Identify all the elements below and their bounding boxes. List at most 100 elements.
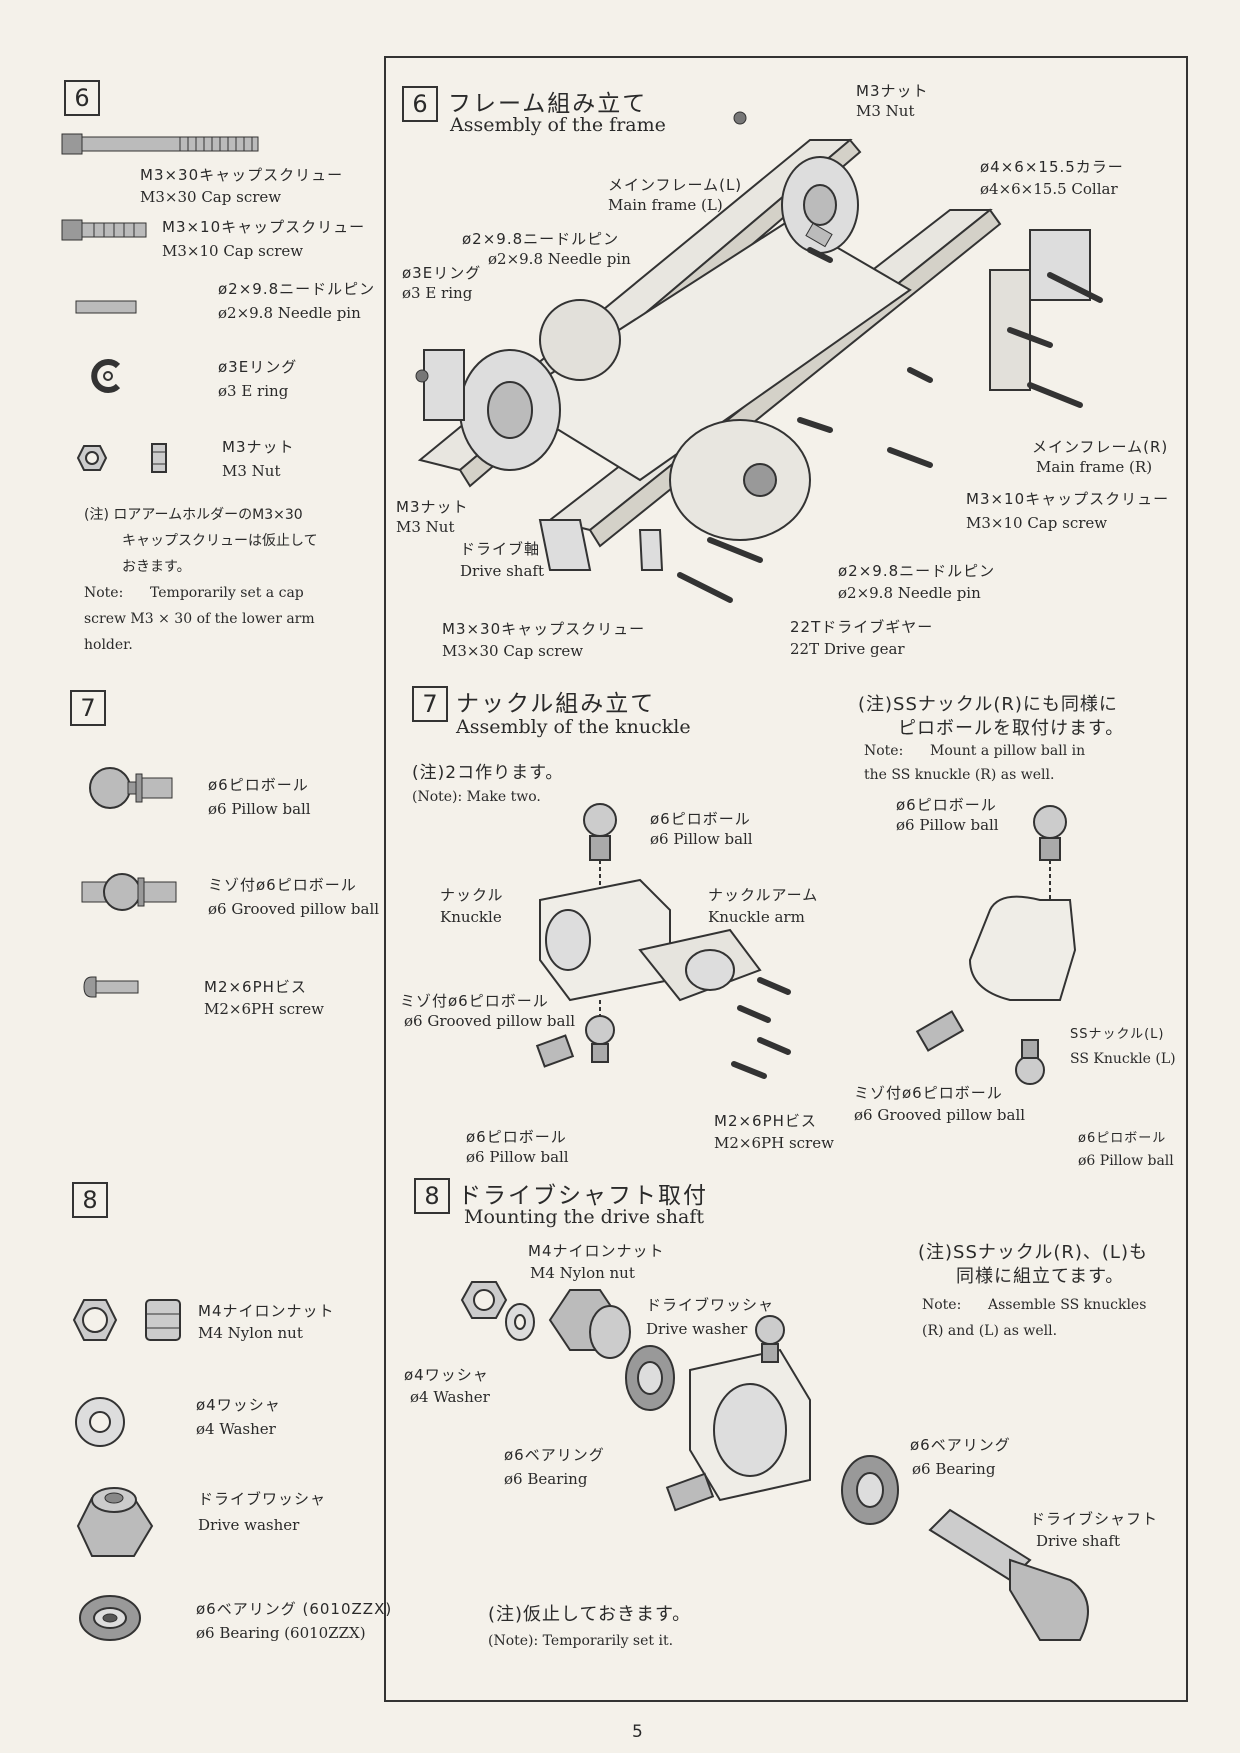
part-label-jp: ø6ピロボール xyxy=(208,776,309,794)
step-7-box: 7 xyxy=(70,690,106,726)
label-drive-shaft-8-jp: ドライブシャフト xyxy=(1030,1510,1159,1528)
label-knuckle-jp: ナックル xyxy=(440,886,504,904)
note-en-line: holder. xyxy=(84,637,133,653)
label-e-ring-en: ø3 E ring xyxy=(402,284,473,302)
label-m2x6-screw-jp: M2×6PHビス xyxy=(714,1112,817,1130)
step-8-number: 8 xyxy=(82,1186,98,1214)
ss-knuckle-diagram xyxy=(915,805,1077,1085)
part-label-en: ø2×9.8 Needle pin xyxy=(218,304,361,322)
label-main-frame-r-en: Main frame (R) xyxy=(1036,458,1153,476)
step-8-bottom-note-jp: (注)仮止しておきます。 xyxy=(488,1604,692,1625)
step-6-title-jp: フレーム組み立て xyxy=(448,91,648,117)
part-label-jp: M4ナイロンナット xyxy=(198,1302,335,1320)
step-8-title-jp: ドライブシャフト取付 xyxy=(458,1183,708,1209)
part-label-en: ø4 Washer xyxy=(196,1420,276,1438)
step-8-note-jp: 同様に組立てます。 xyxy=(956,1266,1125,1287)
step-8-note-en: Note: Assemble SS knuckles xyxy=(922,1297,1147,1313)
label-m3x10-jp: M3×10キャップスクリュー xyxy=(966,490,1170,508)
step-6-title-en: Assembly of the frame xyxy=(450,114,666,136)
drive-washer-icon xyxy=(76,1487,154,1557)
label-m3nut-top-en: M3 Nut xyxy=(856,102,915,120)
label-pillow-ball-4-jp: ø6ピロボール xyxy=(1078,1131,1167,1146)
step-6-box: 6 xyxy=(64,80,100,116)
label-bearing-2-en: ø6 Bearing xyxy=(912,1460,996,1478)
step-6-number: 6 xyxy=(74,84,90,112)
label-pillow-ball-1-en: ø6 Pillow ball xyxy=(650,830,753,848)
step-7-number: 7 xyxy=(80,694,96,722)
label-needle-top-en: ø2×9.8 Needle pin xyxy=(488,250,631,268)
label-drive-shaft-jp: ドライブ軸 xyxy=(460,540,541,558)
label-grooved-pillow-ball-2-jp: ミゾ付ø6ピロボール xyxy=(854,1084,1003,1102)
label-grooved-pillow-ball-jp: ミゾ付ø6ピロボール xyxy=(400,992,549,1010)
step-8-note-en: (R) and (L) as well. xyxy=(922,1323,1058,1339)
step-7-main-number: 7 xyxy=(422,690,438,718)
note-jp-line: キャップスクリューは仮止して xyxy=(122,533,318,549)
step-7-note2-jp: ピロボールを取付けます。 xyxy=(898,718,1125,739)
step-8-bottom-note-en: (Note): Temporarily set it. xyxy=(488,1633,674,1649)
note-jp-line: おきます。 xyxy=(122,559,191,575)
label-drive-washer-jp: ドライブワッシャ xyxy=(646,1296,775,1314)
label-pillow-ball-2-en: ø6 Pillow ball xyxy=(466,1148,569,1166)
label-needle-top-jp: ø2×9.8ニードルピン xyxy=(462,230,620,248)
label-main-frame-l-en: Main frame (L) xyxy=(608,196,723,214)
part-label-jp: ø4ワッシャ xyxy=(196,1396,281,1414)
step-7-note2-en: the SS knuckle (R) as well. xyxy=(864,767,1055,783)
label-knuckle-en: Knuckle xyxy=(440,908,502,926)
label-pillow-ball-4-en: ø6 Pillow ball xyxy=(1078,1153,1174,1169)
knuckle-diagram xyxy=(535,803,791,1079)
drive-shaft-diagram xyxy=(460,1281,1089,1641)
part-label-jp: ミゾ付ø6ピロボール xyxy=(208,876,357,894)
washer-icon xyxy=(75,1397,125,1447)
label-nylon-nut-en: M4 Nylon nut xyxy=(530,1264,635,1282)
label-m3nut-left-jp: M3ナット xyxy=(396,498,469,516)
part-label-en: M3 Nut xyxy=(222,462,281,480)
part-label-en: ø6 Grooved pillow ball xyxy=(208,900,380,918)
label-needle-bot-en: ø2×9.8 Needle pin xyxy=(838,584,981,602)
assembly-frame xyxy=(384,56,1188,1702)
note-en-line: screw M3 × 30 of the lower arm xyxy=(84,611,315,627)
part-label-jp: ø3Eリング xyxy=(218,358,298,376)
label-main-frame-r-jp: メインフレーム(R) xyxy=(1032,438,1169,456)
label-m3x10-en: M3×10 Cap screw xyxy=(966,514,1108,532)
part-label-en: M4 Nylon nut xyxy=(198,1324,303,1342)
note-en-line: Note: Temporarily set a cap xyxy=(84,585,304,601)
m3x10-screw-icon xyxy=(61,219,147,241)
label-bearing-2-jp: ø6ベアリング xyxy=(910,1436,1011,1454)
pillow-ball-icon xyxy=(89,767,173,809)
label-drive-gear-en: 22T Drive gear xyxy=(790,640,905,658)
step-8-main-number: 8 xyxy=(424,1182,440,1210)
part-label-en: M2×6PH screw xyxy=(204,1000,324,1018)
label-m3nut-top-jp: M3ナット xyxy=(856,82,929,100)
frame-assembly-diagram xyxy=(415,111,1103,603)
m3-nut-icon xyxy=(76,443,167,473)
step-6-main-number: 6 xyxy=(412,90,428,118)
step-8-title-en: Mounting the drive shaft xyxy=(464,1206,704,1228)
step-8-box: 8 xyxy=(72,1182,108,1218)
part-label-en: Drive washer xyxy=(198,1516,300,1534)
step-7-note2-jp: (注)SSナックル(R)にも同様に xyxy=(858,694,1118,715)
needle-pin-icon xyxy=(75,300,137,314)
label-m3nut-left-en: M3 Nut xyxy=(396,518,455,536)
step-7-note-en: (Note): Make two. xyxy=(412,789,541,805)
label-drive-shaft-en: Drive shaft xyxy=(460,562,544,580)
label-pillow-ball-2-jp: ø6ピロボール xyxy=(466,1128,567,1146)
bearing-icon xyxy=(79,1595,141,1641)
part-label-en: ø6 Pillow ball xyxy=(208,800,311,818)
label-needle-bot-jp: ø2×9.8ニードルピン xyxy=(838,562,996,580)
label-grooved-pillow-ball-en: ø6 Grooved pillow ball xyxy=(404,1012,576,1030)
label-m3x30-jp: M3×30キャップスクリュー xyxy=(442,620,646,638)
label-main-frame-l-jp: メインフレーム(L) xyxy=(608,176,743,194)
label-washer-en: ø4 Washer xyxy=(410,1388,490,1406)
label-m3x30-en: M3×30 Cap screw xyxy=(442,642,584,660)
part-label-jp: ø2×9.8ニードルピン xyxy=(218,280,376,298)
label-drive-washer-en: Drive washer xyxy=(646,1320,748,1338)
part-label-jp: M3×10キャップスクリュー xyxy=(162,218,366,236)
part-label-jp: ø6ベアリング (6010ZZX) xyxy=(196,1600,393,1618)
label-e-ring-jp: ø3Eリング xyxy=(402,264,482,282)
label-ss-knuckle-jp: SSナックル(L) xyxy=(1070,1027,1165,1042)
part-label-jp: M2×6PHビス xyxy=(204,978,307,996)
label-m2x6-screw-en: M2×6PH screw xyxy=(714,1134,834,1152)
page-number: 5 xyxy=(632,1722,643,1742)
part-label-en: M3×10 Cap screw xyxy=(162,242,304,260)
m4-nylon-nut-icon xyxy=(72,1299,181,1341)
